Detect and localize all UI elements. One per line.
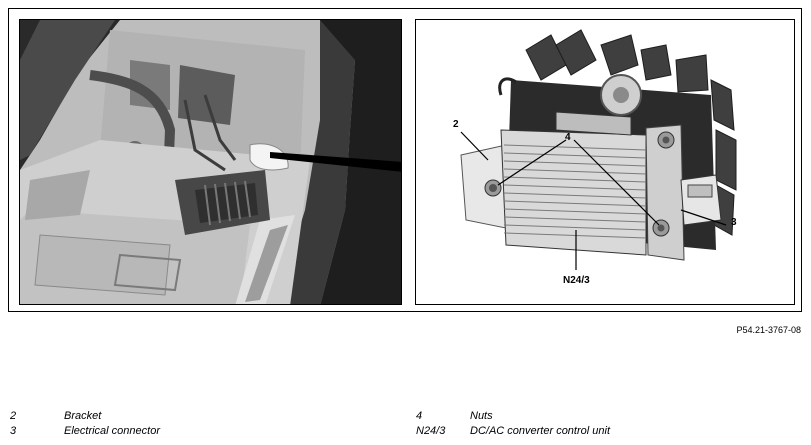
trunk-overview-image [19,19,402,305]
legend-label: Bracket [64,410,102,422]
converter-detail-image: 2 4 3 N24/3 [415,19,795,305]
legend-key: N24/3 [416,425,446,437]
legend-label: Nuts [470,410,493,422]
document-reference: P54.21-3767-08 [736,325,801,335]
trunk-overview-drawing [20,20,401,304]
figure-frame: 2 4 3 N24/3 [8,8,802,312]
callout-nuts: 4 [565,132,571,143]
legend-right: 4 Nuts N24/3 DC/AC converter control uni… [416,410,806,442]
callout-control-unit: N24/3 [563,275,590,286]
legend-left: 2 Bracket 3 Electrical connector [10,410,390,442]
converter-detail-drawing: 2 4 3 N24/3 [453,29,737,286]
callout-bracket: 2 [453,119,459,130]
legend-key: 2 [10,410,17,422]
legend-key: 3 [10,425,17,437]
callout-connector: 3 [731,217,737,228]
legend-label: DC/AC converter control unit [470,425,610,437]
legend-label: Electrical connector [64,425,160,437]
legend-key: 4 [416,410,423,422]
